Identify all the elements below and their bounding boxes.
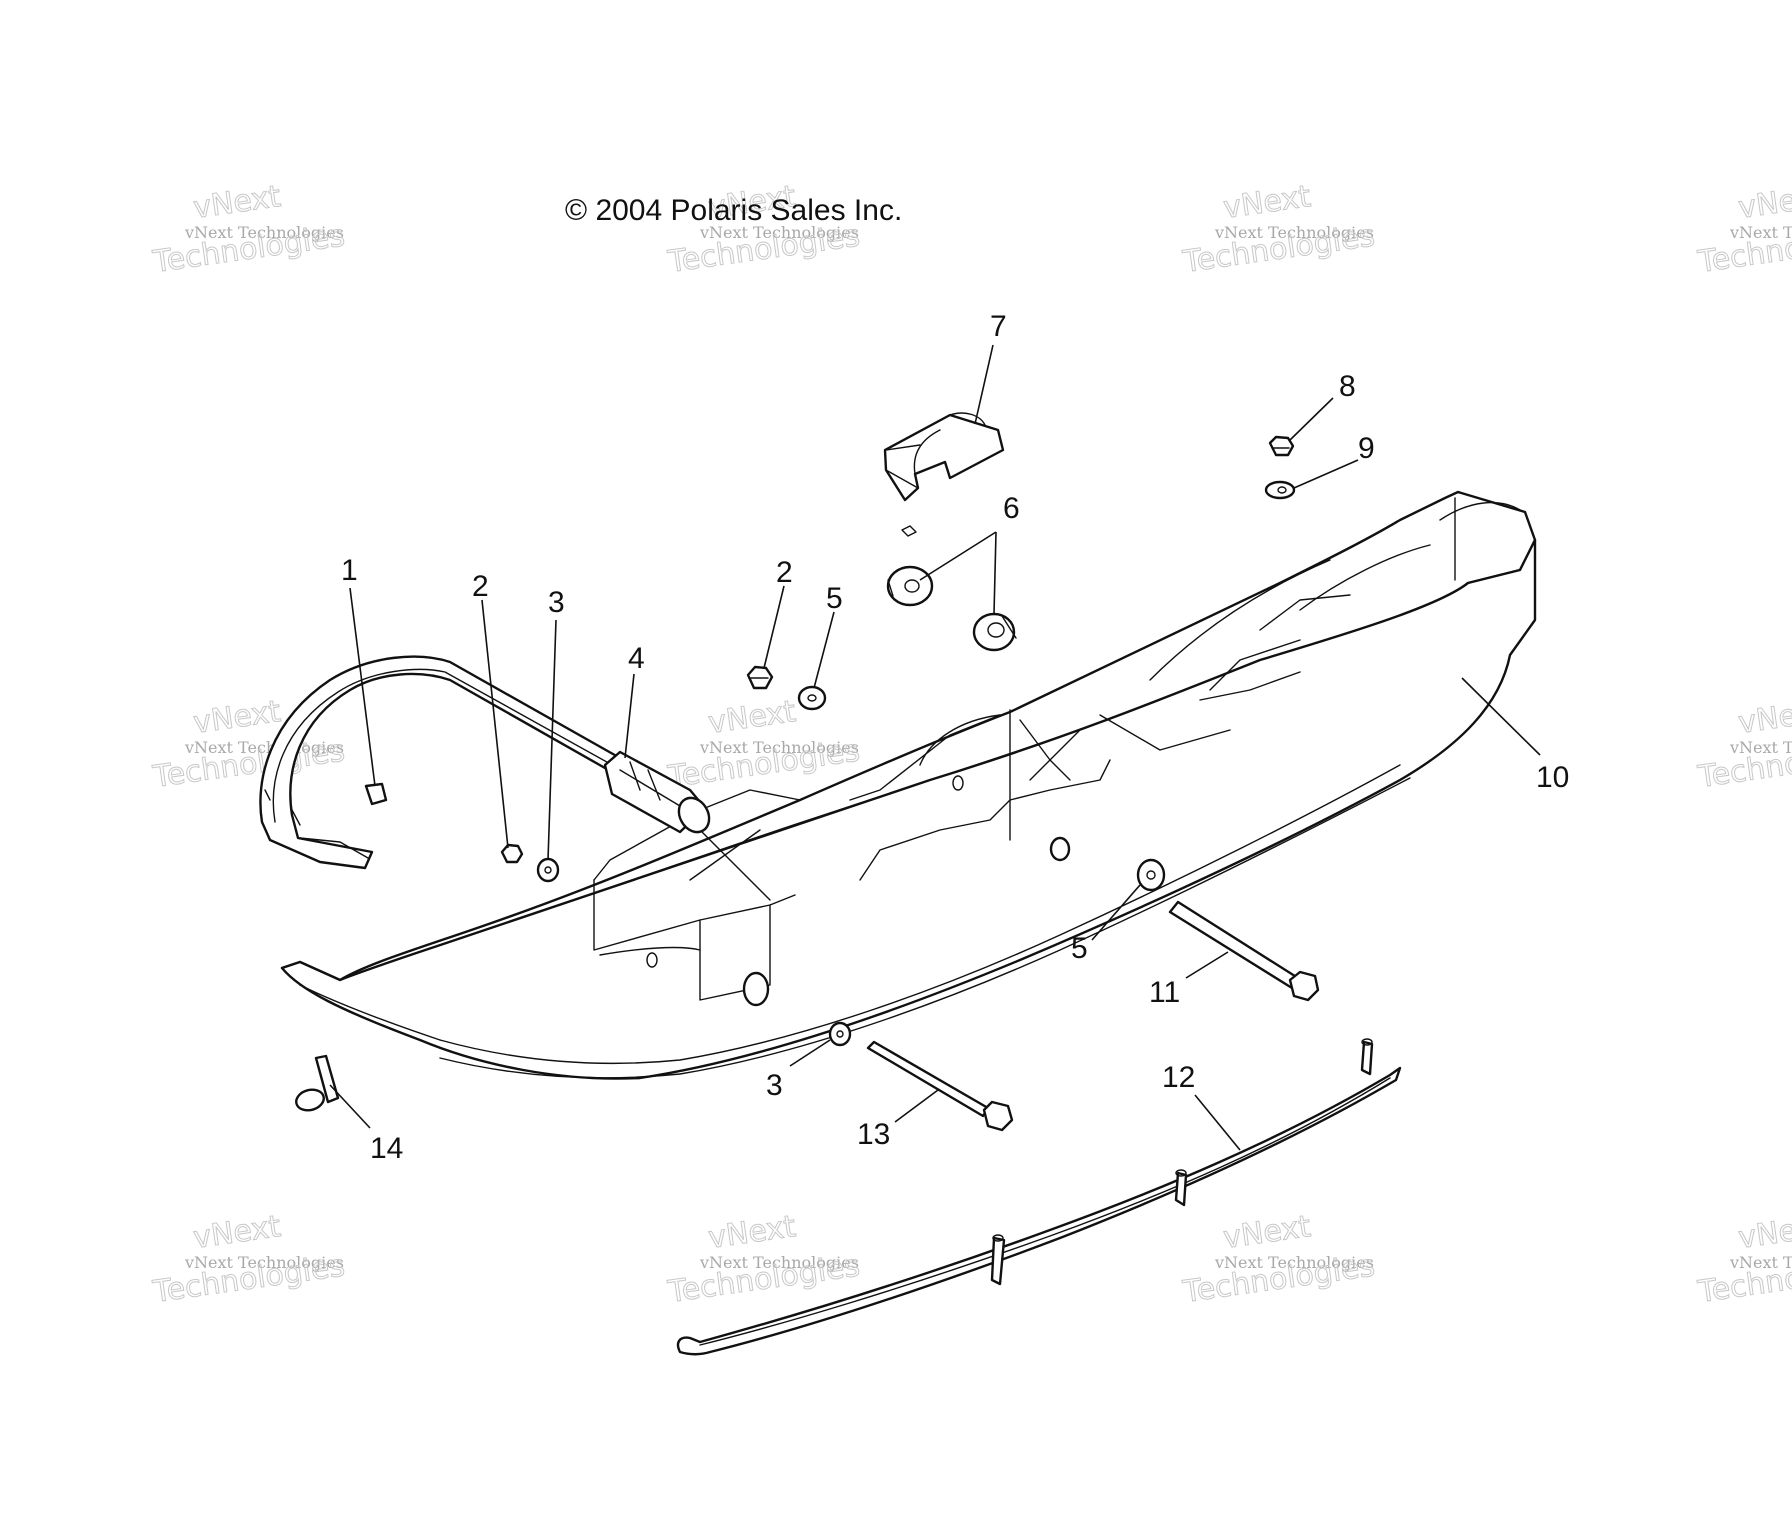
ski-loop-handle (259, 655, 622, 870)
leader-6b (993, 531, 997, 615)
bolt-long-lower (866, 1040, 1014, 1132)
leader-12 (1194, 1094, 1241, 1151)
watermark-big-1: vNext (1736, 694, 1792, 741)
leader-7 (974, 344, 994, 425)
callout-10: 10 (1536, 761, 1569, 794)
carbide-runner (676, 1038, 1402, 1356)
lock-nut-upper (1268, 435, 1295, 457)
callout-3: 3 (548, 586, 565, 619)
callout-labels: 1 2 3 4 2 5 6 7 8 9 10 5 11 3 12 13 14 (341, 310, 1569, 1165)
watermark-tile: vNext vNext Technologies Technologies (150, 1209, 348, 1311)
callout-9: 9 (1358, 432, 1375, 465)
leader-13 (894, 1089, 939, 1123)
watermark-small: vNext Technologies (1729, 1253, 1792, 1272)
leader-2a (481, 599, 509, 849)
rivet (295, 1054, 340, 1112)
callout-14: 14 (370, 1132, 403, 1165)
leader-10 (1461, 677, 1541, 756)
leader-8 (1289, 397, 1334, 441)
bushing-upper (886, 565, 934, 607)
leader-6a (919, 531, 997, 581)
leader-5b (1091, 884, 1141, 941)
spindle-bushing (603, 750, 711, 834)
watermark-small: vNext Technologies (1729, 223, 1792, 242)
callout-12: 12 (1162, 1061, 1195, 1094)
washer-center (797, 685, 827, 711)
callout-8: 8 (1339, 370, 1356, 403)
callout-5-center: 5 (826, 582, 843, 615)
leader-2b (763, 585, 785, 669)
washer-upper (1264, 480, 1296, 500)
watermark-tile: vNext vNext Technologies Technologies (1180, 1209, 1378, 1311)
watermark-tile: vNext vNext Technologies Technologies (1695, 1209, 1792, 1311)
watermark-big-1: vNext (1736, 1209, 1792, 1256)
leader-4 (624, 673, 635, 759)
watermark-tile: vNext vNext Technologies Technologies (665, 694, 863, 796)
watermark-tile: vNext vNext Technologies Technologies (1180, 179, 1378, 281)
watermark-small: vNext Technologies (1214, 223, 1374, 242)
bolt-long-upper (1168, 900, 1320, 1002)
callout-2: 2 (472, 570, 489, 603)
leader-1 (349, 587, 376, 787)
watermark-tile: vNext vNext Technologies Technologies (150, 179, 348, 281)
watermark-tile: vNext vNext Technologies Technologies (665, 1209, 863, 1311)
watermark-big-1: vNext (191, 1209, 283, 1256)
watermark-small: vNext Technologies (184, 223, 344, 242)
washer-right (1136, 858, 1166, 892)
callout-6: 6 (1003, 492, 1020, 525)
watermark-small: vNext Technologies (184, 738, 344, 757)
callout-2-center: 2 (776, 556, 793, 589)
spacer-block (883, 412, 1005, 537)
watermark-small: vNext Technologies (699, 223, 859, 242)
leader-3a (547, 619, 557, 861)
watermark-tile: vNext vNext Technologies Technologies (1695, 694, 1792, 796)
copyright-notice: © 2004 Polaris Sales Inc. (565, 194, 902, 227)
callout-11: 11 (1149, 976, 1180, 1009)
bushing-lower (972, 612, 1017, 652)
watermark-big-1: vNext (1736, 179, 1792, 226)
callout-13: 13 (857, 1118, 890, 1151)
watermark-small: vNext Technologies (1214, 1253, 1374, 1272)
leader-14 (329, 1084, 371, 1129)
watermark-small: vNext Technologies (184, 1253, 344, 1272)
callout-1: 1 (341, 554, 358, 587)
nut-left (500, 843, 524, 864)
watermark-big-1: vNext (706, 694, 798, 741)
watermark-big-1: vNext (191, 694, 283, 741)
washer-left (536, 857, 560, 883)
callout-5-right: 5 (1071, 932, 1088, 965)
callout-4: 4 (628, 642, 645, 675)
washer-lower (828, 1021, 852, 1047)
callout-7: 7 (990, 310, 1007, 343)
leader-9 (1293, 459, 1359, 489)
leader-lines (329, 344, 1541, 1151)
callout-3-lower: 3 (766, 1069, 783, 1102)
watermark-big-1: vNext (1221, 1209, 1313, 1256)
watermark-small: vNext Technologies (699, 738, 859, 757)
leader-5a (813, 611, 835, 689)
watermark-big-1: vNext (191, 179, 283, 226)
nut-center (746, 665, 774, 690)
leader-11 (1185, 951, 1229, 979)
watermark-big-1: vNext (1221, 179, 1313, 226)
watermark-tile: vNext vNext Technologies Technologies (1695, 179, 1792, 281)
leader-3b (789, 1039, 831, 1067)
watermark-big-1: vNext (706, 1209, 798, 1256)
watermark-small: vNext Technologies (1729, 738, 1792, 757)
watermark-small: vNext Technologies (699, 1253, 859, 1272)
